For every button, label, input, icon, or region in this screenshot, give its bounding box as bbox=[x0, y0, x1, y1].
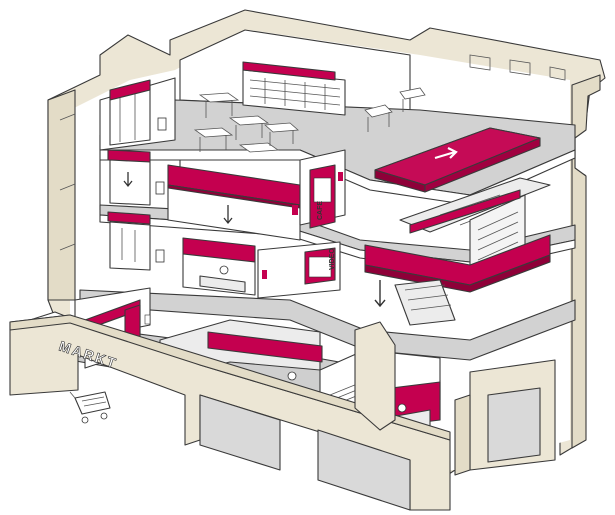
elevator-icon bbox=[155, 181, 165, 195]
phone-icon bbox=[338, 172, 343, 181]
down-arrow-icon bbox=[434, 147, 458, 160]
escalator-sign-middle bbox=[409, 189, 521, 234]
shopping-cart-icon bbox=[69, 391, 111, 424]
cafe-sign-band bbox=[242, 61, 336, 81]
shell-right-wall bbox=[571, 74, 601, 449]
middle-center-shop bbox=[167, 164, 301, 241]
clerk-figure bbox=[397, 403, 407, 413]
phone-icon bbox=[262, 270, 267, 279]
top-escalator-void bbox=[374, 127, 541, 193]
right-pillar bbox=[354, 321, 396, 431]
top-shop-sign bbox=[109, 79, 151, 101]
shopkeeper-figure bbox=[219, 265, 229, 275]
phone-icon bbox=[144, 314, 151, 325]
ground-left-shop bbox=[107, 211, 165, 271]
down-arrow-icon bbox=[374, 280, 386, 308]
cafe-bar-counter bbox=[242, 61, 346, 116]
ground-center-shop bbox=[182, 237, 256, 296]
ground-left-sign bbox=[107, 211, 151, 225]
escalator bbox=[399, 177, 551, 273]
ground-escalator bbox=[364, 234, 551, 326]
cafe-label: CAFE bbox=[317, 201, 324, 220]
front-wall: MARKT bbox=[9, 314, 556, 511]
video-label: VIDEO bbox=[329, 248, 336, 270]
down-arrow-icon bbox=[223, 205, 233, 225]
elevator-icon bbox=[155, 249, 165, 263]
info-icon bbox=[292, 205, 298, 215]
ground-floor-slab bbox=[79, 289, 576, 361]
ground-floor: VIDEO bbox=[79, 211, 576, 361]
middle-left-shop bbox=[107, 149, 165, 206]
mechanic-figure bbox=[287, 371, 297, 381]
garage-sign bbox=[207, 331, 323, 363]
top-floor bbox=[99, 29, 576, 206]
shop-counter bbox=[199, 275, 246, 293]
video-store: VIDEO bbox=[257, 241, 341, 299]
elevator-icon bbox=[157, 117, 167, 131]
cafe-shop: CAFE bbox=[299, 149, 346, 229]
cafe-tables bbox=[193, 87, 426, 153]
shell-left-wall bbox=[47, 89, 76, 301]
down-arrow-icon bbox=[123, 172, 133, 188]
top-floor-shop bbox=[99, 77, 176, 151]
garage-door-opening bbox=[199, 394, 281, 471]
